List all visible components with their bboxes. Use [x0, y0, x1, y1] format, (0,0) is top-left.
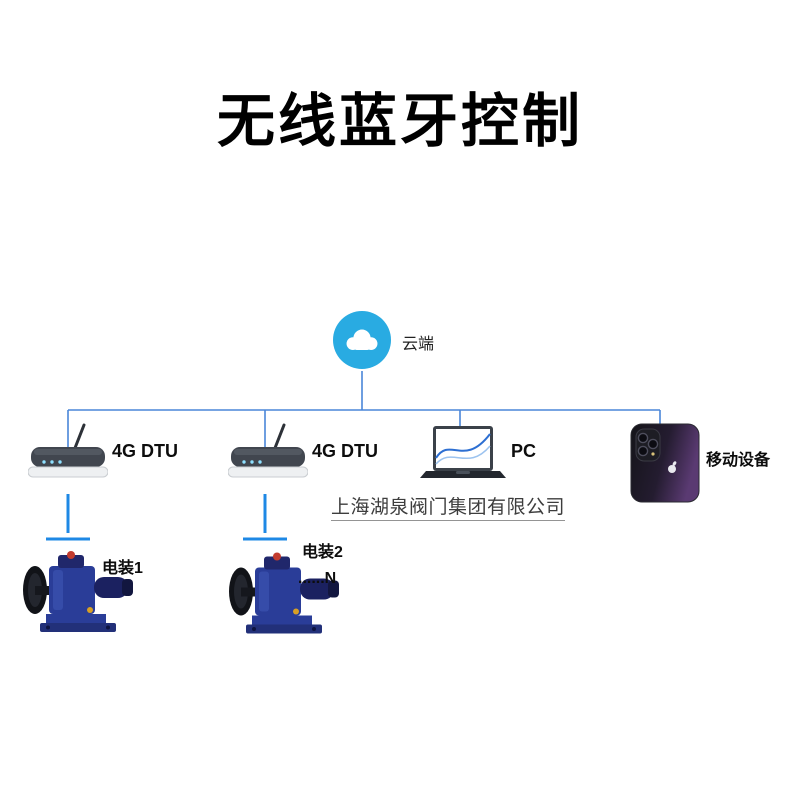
router-dtu2-icon: [228, 423, 308, 478]
label-dtu2: 4G DTU: [312, 441, 379, 461]
mobile-phone-icon: [630, 423, 700, 503]
label-actuator1: 电装1: [102, 560, 143, 577]
router-dtu1-icon: [28, 423, 108, 478]
cloud-label: 云端: [402, 336, 435, 353]
label-actuator2: 电装2: [302, 544, 343, 561]
actuator1-icon: [23, 551, 133, 632]
label-pc: PC: [511, 441, 537, 461]
label-mobile: 移动设备: [706, 452, 771, 469]
label-dtu1: 4G DTU: [112, 441, 179, 461]
actuator2-icon: [229, 552, 339, 634]
cloud-glyph: [346, 329, 378, 350]
cloud-icon: [333, 311, 391, 369]
label-actuator2-more: ......N: [298, 570, 337, 587]
company-watermark: 上海湖泉阀门集团有限公司: [331, 492, 566, 521]
page-title: 无线蓝牙控制: [216, 89, 583, 154]
pc-laptop-icon: [420, 426, 506, 478]
